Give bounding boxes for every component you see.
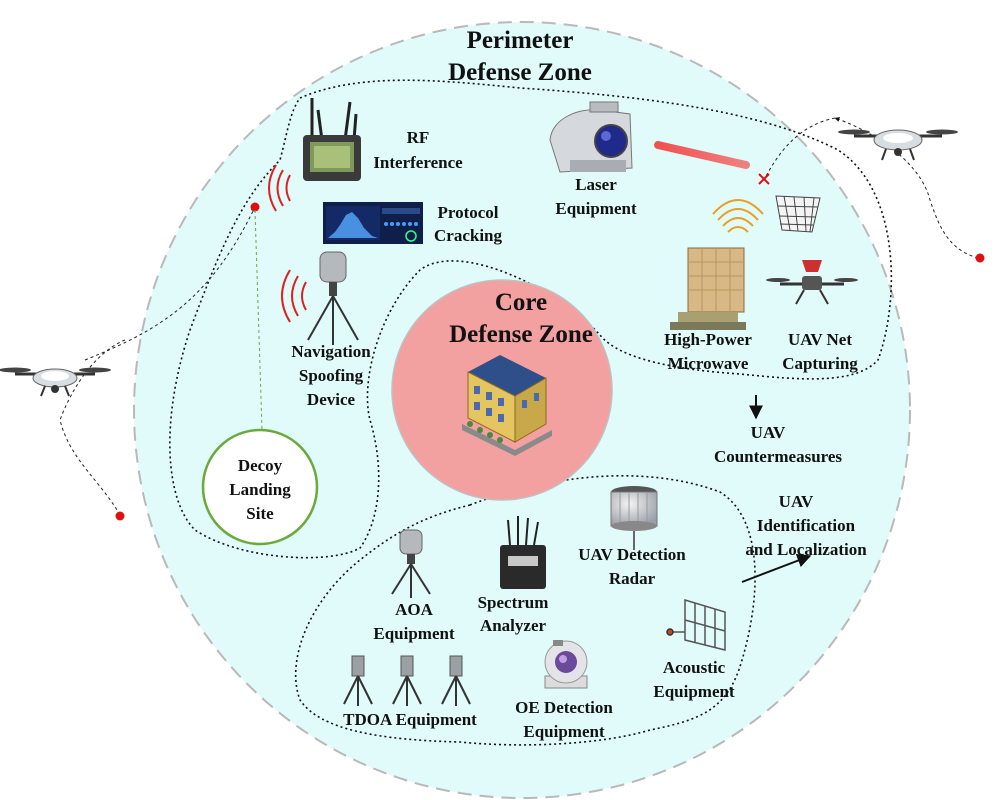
oe-label-line1: OE Detection (515, 698, 613, 717)
oe-label-line2: Equipment (523, 722, 605, 741)
spectrum-analyzer-icon (500, 516, 546, 589)
capture-net-icon (775, 195, 821, 233)
net-capturing-label-line2: Capturing (782, 354, 858, 373)
eo-camera-icon (544, 640, 588, 689)
rf-wave-icon (268, 164, 291, 212)
aoa-label-line1: AOA (395, 600, 434, 619)
drone-icon (838, 129, 958, 161)
decoy-landing-label-line3: Site (246, 504, 274, 523)
left-drone-origin-marker (115, 511, 125, 521)
rf-interference-label-line1: RF (407, 128, 430, 147)
acoustic-array-icon (666, 598, 726, 651)
antenna-tripod-icon (391, 529, 431, 598)
laser-label-line2: Equipment (555, 199, 637, 218)
identification-group-label-line3: and Localization (745, 540, 867, 559)
protocol-cracking-label-line1: Protocol (437, 203, 498, 222)
aoa-label-line2: Equipment (373, 624, 455, 643)
identification-group-label-line2: Identification (757, 516, 856, 535)
rf-jammer-icon (303, 98, 361, 181)
perimeter-zone-title-line1: Perimeter (467, 27, 574, 54)
radar-dome-icon (610, 486, 658, 550)
decoy-guide-line (254, 209, 263, 431)
decoy-landing-label-line1: Decoy (238, 456, 283, 475)
tdoa-tripod-icon (343, 655, 373, 706)
navigation-spoofing-label-line3: Device (307, 390, 356, 409)
left-drone-trajectory (59, 339, 126, 516)
countermeasures-group-label-line2: Countermeasures (714, 447, 842, 466)
rf-interference-label-line2: Interference (373, 153, 463, 172)
navigation-spoofing-label-line2: Spoofing (299, 366, 364, 385)
acoustic-label-line2: Equipment (653, 682, 735, 701)
protocol-cracking-label-line2: Cracking (434, 226, 503, 245)
perimeter-zone-title-line2: Defense Zone (448, 59, 592, 86)
radar-label-line2: Radar (609, 569, 656, 588)
acoustic-label-line1: Acoustic (663, 658, 726, 677)
decoy-landing-label-line2: Landing (229, 480, 291, 499)
laser-beam (654, 141, 750, 169)
spoofing-wave-icon (281, 269, 307, 323)
building-icon (462, 355, 552, 456)
decoy-marker (250, 202, 260, 212)
laser-label-line1: Laser (575, 175, 617, 194)
countermeasures-group-label-line1: UAV (751, 423, 786, 442)
core-zone-title-line2: Defense Zone (449, 321, 593, 348)
net-capturing-label-line1: UAV Net (788, 330, 852, 349)
detection-region (294, 475, 756, 746)
decoy-landing-site (201, 428, 319, 546)
antenna-tripod-icon (307, 251, 359, 345)
spectrum-display-icon (323, 202, 423, 244)
tdoa-tripod-icon (392, 655, 422, 706)
net-drone-icon (766, 260, 858, 305)
microwave-label-line1: High-Power (664, 330, 752, 349)
laser-turret-icon (549, 101, 633, 173)
microwave-wave-icon (712, 199, 764, 233)
identification-arrow (741, 553, 812, 583)
right-drone-origin-marker (975, 253, 985, 263)
core-zone-title-line1: Core (495, 289, 547, 316)
spectrum-label-line2: Analyzer (480, 616, 547, 635)
right-drone-intercept (764, 117, 836, 179)
left-drone-approach (84, 206, 256, 361)
tdoa-label: TDOA Equipment (343, 710, 477, 729)
microwave-label-line2: Microwave (668, 354, 749, 373)
radar-label-line1: UAV Detection (578, 545, 686, 564)
microwave-panel-icon (670, 247, 746, 330)
identification-group-label-line1: UAV (779, 492, 814, 511)
spectrum-label-line1: Spectrum (478, 593, 549, 612)
tdoa-tripod-icon (441, 655, 471, 706)
intercept-cross-icon (758, 173, 770, 185)
navigation-spoofing-label-line1: Navigation (291, 342, 371, 361)
drone-icon (0, 367, 111, 397)
